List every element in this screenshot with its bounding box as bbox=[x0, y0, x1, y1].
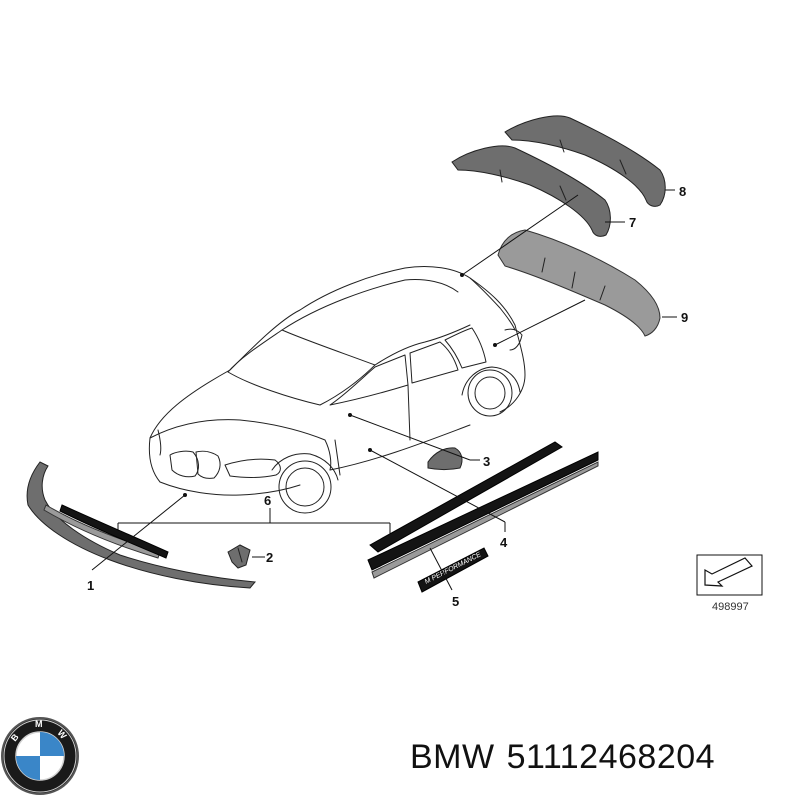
badge-text: M PERFORMANCE bbox=[424, 551, 483, 586]
leader-dot bbox=[183, 493, 187, 497]
caption-part-number: 51112468204 bbox=[506, 738, 716, 776]
callout-9: 9 bbox=[681, 310, 688, 325]
callout-4: 4 bbox=[500, 535, 508, 550]
leader-dot bbox=[493, 343, 497, 347]
leader-dot bbox=[368, 448, 372, 452]
leader-lines bbox=[91, 189, 677, 591]
caption-brand: BMW bbox=[410, 738, 495, 776]
part-spoiler-7 bbox=[451, 145, 611, 237]
part-spoiler-8 bbox=[504, 115, 666, 207]
callout-6: 6 bbox=[264, 493, 271, 508]
callout-5: 5 bbox=[452, 594, 459, 609]
part-front-lip-1 bbox=[26, 461, 256, 589]
callout-1: 1 bbox=[87, 578, 94, 593]
part-diffuser-9 bbox=[497, 229, 661, 337]
callout-8: 8 bbox=[679, 184, 686, 199]
callouts: 1 2 3 4 5 6 7 8 9 bbox=[87, 184, 688, 609]
part-caption: BMW 51112468204 bbox=[410, 738, 727, 777]
part-bracket-2 bbox=[227, 544, 251, 569]
leader-dot bbox=[348, 413, 352, 417]
view-arrow-icon bbox=[704, 557, 753, 587]
bmw-logo: B M W bbox=[1, 717, 79, 795]
part-side-skirt-4 bbox=[367, 441, 599, 579]
reference-number: 498997 bbox=[712, 601, 749, 613]
view-arrow-box: 498997 bbox=[696, 554, 763, 613]
car-outline bbox=[148, 265, 526, 514]
part-badge-5: M PERFORMANCE bbox=[417, 547, 489, 593]
logo-letter-b: B bbox=[9, 731, 21, 743]
leader-dot bbox=[460, 273, 464, 277]
callout-2: 2 bbox=[266, 550, 273, 565]
callout-7: 7 bbox=[629, 215, 636, 230]
logo-letter-m: M bbox=[35, 719, 43, 729]
callout-3: 3 bbox=[483, 454, 490, 469]
